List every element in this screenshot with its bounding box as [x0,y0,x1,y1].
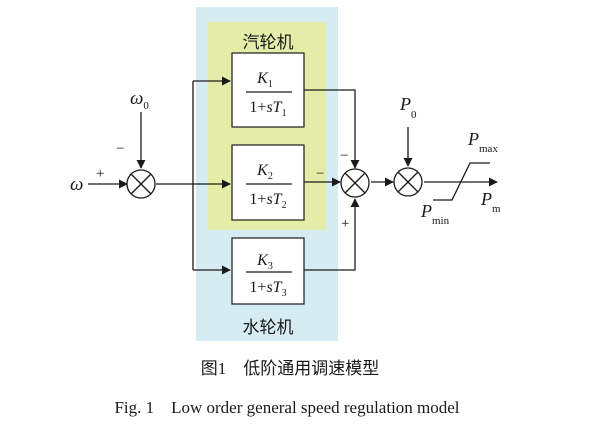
sign-k2-minus: − [316,166,324,182]
steam-turbine-label: 汽轮机 [243,33,294,52]
pm-label: Pm [480,189,501,215]
sum-junction-1 [126,169,156,199]
sum-junction-2 [340,168,370,198]
svg-text:K3: K3 [256,252,273,272]
hydro-turbine-label: 水轮机 [243,318,294,337]
pmax-label: Pmax [467,129,498,155]
sign-k1-minus: − [340,148,348,164]
svg-text:1+sT2: 1+sT2 [249,191,286,211]
sign-omega0-minus: − [116,141,124,157]
sign-omega-plus: + [96,166,104,182]
caption-english: Fig. 1 Low order general speed regulatio… [114,398,459,417]
sign-k3-plus: + [341,216,349,232]
p0-label: P0 [399,94,417,121]
pmin-label: Pmin [420,201,450,227]
svg-text:1+sT3: 1+sT3 [249,279,286,299]
svg-text:K2: K2 [256,162,273,182]
svg-text:K1: K1 [256,70,273,90]
svg-text:1+sT1: 1+sT1 [249,99,286,119]
signal-wires [88,76,498,275]
transfer-block-2: K2 1+sT2 [231,144,305,221]
sum-junction-3 [393,167,423,197]
saturation-limiter [433,162,490,201]
omega0-label: ω0 [130,88,149,112]
omega-input-label: ω [70,174,83,195]
caption-chinese: 图1 低阶通用调速模型 [201,359,380,378]
transfer-block-3: K3 1+sT3 [231,237,305,305]
transfer-block-1: K1 1+sT1 [231,52,305,128]
